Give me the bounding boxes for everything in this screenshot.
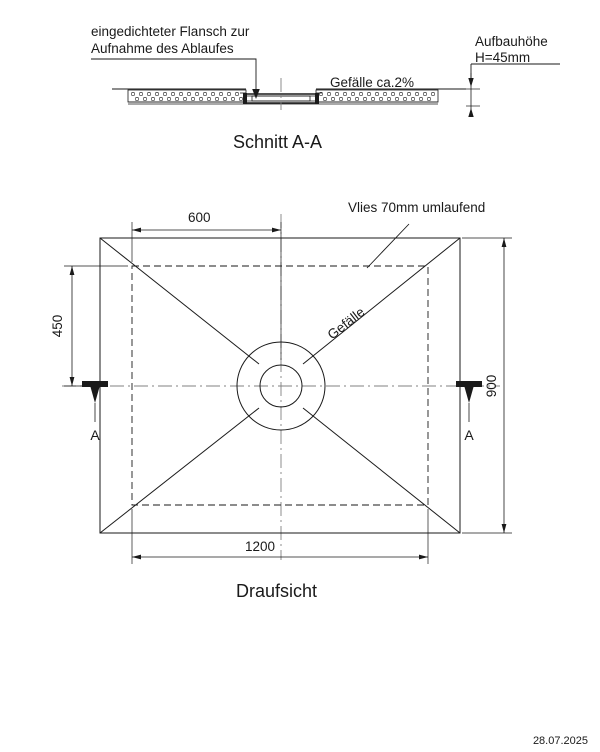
dimension-900-value: 900 <box>484 375 499 398</box>
fleece-note: Vlies 70mm umlaufend <box>348 200 485 215</box>
dimension-600-value: 600 <box>188 210 211 225</box>
dimension-450: 450 <box>50 265 128 387</box>
fleece-outline <box>131 265 429 506</box>
section-view-title: Schnitt A-A <box>233 132 322 152</box>
dimension-450-value: 450 <box>50 315 65 338</box>
screed-left <box>127 89 247 103</box>
flange-note-line2: Aufnahme des Ablaufes <box>91 41 234 56</box>
build-height-note-line1: Aufbauhöhe <box>475 34 548 49</box>
tray-outline <box>99 237 461 534</box>
section-mark-left: A <box>82 381 108 443</box>
dimension-900: 900 <box>462 237 512 534</box>
section-mark-right-label: A <box>464 427 474 443</box>
plan-view: Gefälle Vlies 70mm umlaufend 600 450 <box>50 200 512 601</box>
plan-view-title: Draufsicht <box>236 581 317 601</box>
section-view: eingedichteter Flansch zur Aufnahme des … <box>91 24 560 152</box>
section-slope-note: Gefälle ca.2% <box>330 75 414 90</box>
dimension-600: 600 <box>131 210 282 360</box>
screed-stipple-left <box>131 92 243 101</box>
build-height-dimension <box>466 63 560 117</box>
section-mark-left-label: A <box>90 427 100 443</box>
flange-leader-line <box>91 58 260 99</box>
substrate-surface <box>112 88 466 105</box>
fleece-leader-line <box>366 223 410 269</box>
date-stamp: 28.07.2025 <box>533 735 588 747</box>
dimension-1200-value: 1200 <box>245 539 275 554</box>
build-height-note-line2: H=45mm <box>475 50 530 65</box>
plan-slope-label: Gefälle <box>325 304 368 342</box>
screed-stipple-right <box>319 92 435 101</box>
flange-note-line1: eingedichteter Flansch zur <box>91 24 250 39</box>
dimension-1200: 1200 <box>131 509 429 564</box>
section-mark-right: A <box>456 381 482 443</box>
slope-lines <box>99 237 461 534</box>
screed-right <box>315 89 439 103</box>
